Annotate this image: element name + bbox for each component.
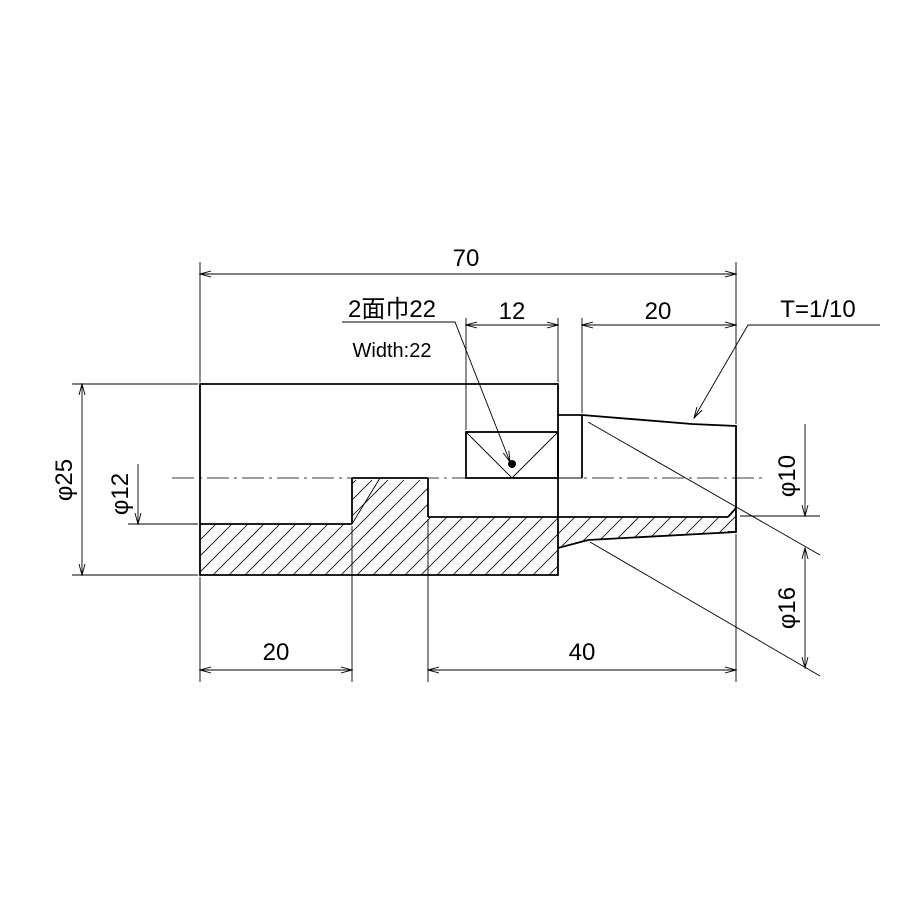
extension-lines — [72, 262, 821, 682]
part-outline — [199, 383, 737, 576]
across-flats-label-jp: 2面巾22 — [348, 296, 436, 323]
dim-label-phi10: φ10 — [774, 455, 801, 497]
dim-label-20-top: 20 — [645, 298, 672, 325]
dim-label-70: 70 — [453, 245, 480, 272]
width-leader — [342, 321, 510, 462]
taper-note: T=1/10 — [780, 296, 855, 323]
taper-leader — [694, 324, 880, 418]
dim-label-phi12: φ12 — [107, 473, 134, 515]
dimension-lines — [82, 274, 805, 670]
dim-label-phi25: φ25 — [51, 459, 78, 501]
view-dot — [508, 460, 516, 468]
leaders — [342, 321, 880, 462]
dim-label-12: 12 — [499, 298, 526, 325]
dim-label-40: 40 — [569, 639, 596, 666]
hex-flat-view — [465, 431, 559, 479]
dim-label-phi16: φ16 — [774, 587, 801, 629]
dim-label-20-bottom: 20 — [263, 639, 290, 666]
across-flats-label-en: Width:22 — [353, 340, 432, 362]
